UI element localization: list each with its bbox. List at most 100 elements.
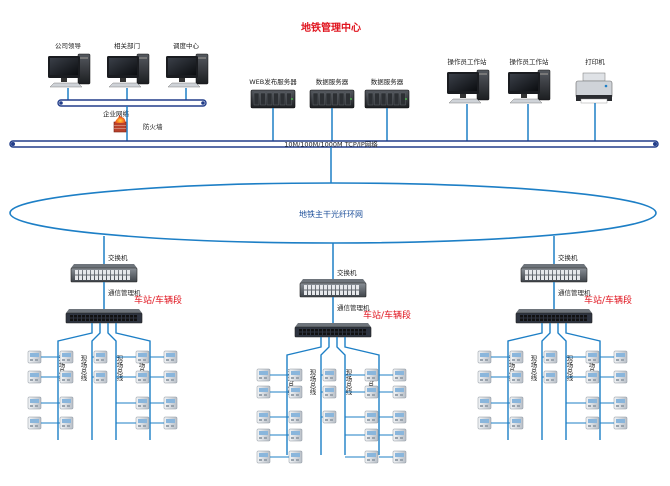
top-pc-group <box>48 53 209 100</box>
field-device-icon <box>392 450 407 464</box>
field-device-icon <box>93 370 108 384</box>
pc-label-dept: 相关部门 <box>114 41 140 50</box>
fieldbus-label: 现场总线 <box>565 355 573 382</box>
printer-label: 打印机 <box>585 57 605 66</box>
pc-dispatch-icon <box>166 53 209 88</box>
field-device-icon <box>477 350 492 364</box>
field-device-icon <box>509 416 524 430</box>
server-group <box>250 89 410 142</box>
field-device-icon <box>288 410 303 424</box>
field-device-icon <box>59 350 74 364</box>
comm-manager-label: 通信管理机 <box>108 288 141 297</box>
field-device-icon <box>364 428 379 442</box>
field-device-icon <box>585 416 600 430</box>
switch-icon <box>299 279 367 298</box>
field-device-icon <box>256 428 271 442</box>
field-device-icon <box>585 370 600 384</box>
comm-manager-label: 通信管理机 <box>337 303 370 312</box>
station-3: 交换机通信管理机车站/车辆段现场总线现场总线现场总线现场总线 <box>477 236 632 440</box>
station-label: 车站/车辆段 <box>584 294 632 306</box>
firewall-label: 防火墙 <box>143 122 163 131</box>
server-label-data-1: 数据服务器 <box>316 77 349 86</box>
fieldbus-label: 现场总线 <box>57 355 65 382</box>
field-device-icon <box>543 350 558 364</box>
fieldbus-label: 现场总线 <box>344 369 352 396</box>
pc-label-leader: 公司领导 <box>55 41 82 50</box>
fieldbus-label: 现场总线 <box>308 369 316 396</box>
field-device-icon <box>364 410 379 424</box>
server-data-2-icon <box>364 89 410 109</box>
field-device-icon <box>509 370 524 384</box>
field-device-icon <box>288 385 303 399</box>
pc-dept-icon <box>107 53 150 88</box>
fieldbus-label: 现场总线 <box>115 355 123 382</box>
station-label: 车站/车辆段 <box>134 294 182 306</box>
switch-label: 交换机 <box>337 268 357 277</box>
field-device-icon <box>27 416 42 430</box>
field-device-icon <box>59 370 74 384</box>
tcpip-bus <box>9 140 659 148</box>
station-2: 交换机通信管理机车站/车辆段现场总线现场总线现场总线现场总线 <box>256 243 411 464</box>
tcpip-bus-label: 10M/100M/1000M TCP/IP网络 <box>284 140 378 149</box>
field-device-icon <box>364 450 379 464</box>
field-device-icon <box>256 450 271 464</box>
field-device-icon <box>135 396 150 410</box>
field-device-icon <box>364 385 379 399</box>
field-device-icon <box>585 396 600 410</box>
field-device-icon <box>477 416 492 430</box>
field-device-icon <box>509 396 524 410</box>
field-device-icon <box>135 370 150 384</box>
field-device-icon <box>613 416 628 430</box>
field-device-icon <box>256 410 271 424</box>
enterprise-network-label: 企业网络 <box>103 109 130 118</box>
field-device-icon <box>322 410 337 424</box>
field-device-icon <box>509 350 524 364</box>
field-device-icon <box>392 368 407 382</box>
operator-label-2: 操作员工作站 <box>510 57 550 66</box>
fieldbus-label: 现场总线 <box>137 355 145 382</box>
pc-leader-icon <box>48 53 91 88</box>
diagram-title: 地铁管理中心 <box>301 21 361 34</box>
field-device-icon <box>163 350 178 364</box>
field-device-icon <box>256 368 271 382</box>
field-device-icon <box>93 350 108 364</box>
field-device-icon <box>322 385 337 399</box>
firewall-icon <box>113 115 127 133</box>
server-data-1-icon <box>309 89 355 109</box>
comm-manager-icon <box>515 309 593 324</box>
comm-manager-label: 通信管理机 <box>558 288 591 297</box>
field-device-icon <box>288 428 303 442</box>
comm-manager-icon <box>65 309 143 324</box>
fieldbus-label: 现场总线 <box>286 369 294 396</box>
field-device-icon <box>477 370 492 384</box>
field-device-icon <box>392 385 407 399</box>
field-device-icon <box>392 428 407 442</box>
comm-manager-icon <box>294 323 372 338</box>
field-device-icon <box>613 396 628 410</box>
field-device-icon <box>27 350 42 364</box>
pc-label-dispatch: 调度中心 <box>173 41 200 50</box>
field-device-icon <box>27 370 42 384</box>
field-device-icon <box>288 450 303 464</box>
field-device-icon <box>59 416 74 430</box>
fiber-ring-label: 地铁主干光纤环网 <box>299 209 363 219</box>
field-device-icon <box>585 350 600 364</box>
enterprise-network-bar <box>57 99 207 107</box>
operator-pc-1-icon <box>447 69 490 104</box>
field-device-icon <box>364 368 379 382</box>
field-device-icon <box>163 396 178 410</box>
switch-label: 交换机 <box>108 253 128 262</box>
field-device-icon <box>135 350 150 364</box>
field-device-icon <box>288 368 303 382</box>
server-label-web: WEB发布服务器 <box>249 77 297 86</box>
station-1: 交换机通信管理机车站/车辆段现场总线现场总线现场总线现场总线 <box>27 236 182 440</box>
field-device-icon <box>27 396 42 410</box>
fieldbus-label: 现场总线 <box>587 355 595 382</box>
fieldbus-label: 现场总线 <box>529 355 537 382</box>
operator-group <box>447 69 551 142</box>
operator-label-1: 操作员工作站 <box>448 57 488 66</box>
server-label-data-2: 数据服务器 <box>371 77 404 86</box>
station-label: 车站/车辆段 <box>363 309 411 321</box>
field-device-icon <box>135 416 150 430</box>
